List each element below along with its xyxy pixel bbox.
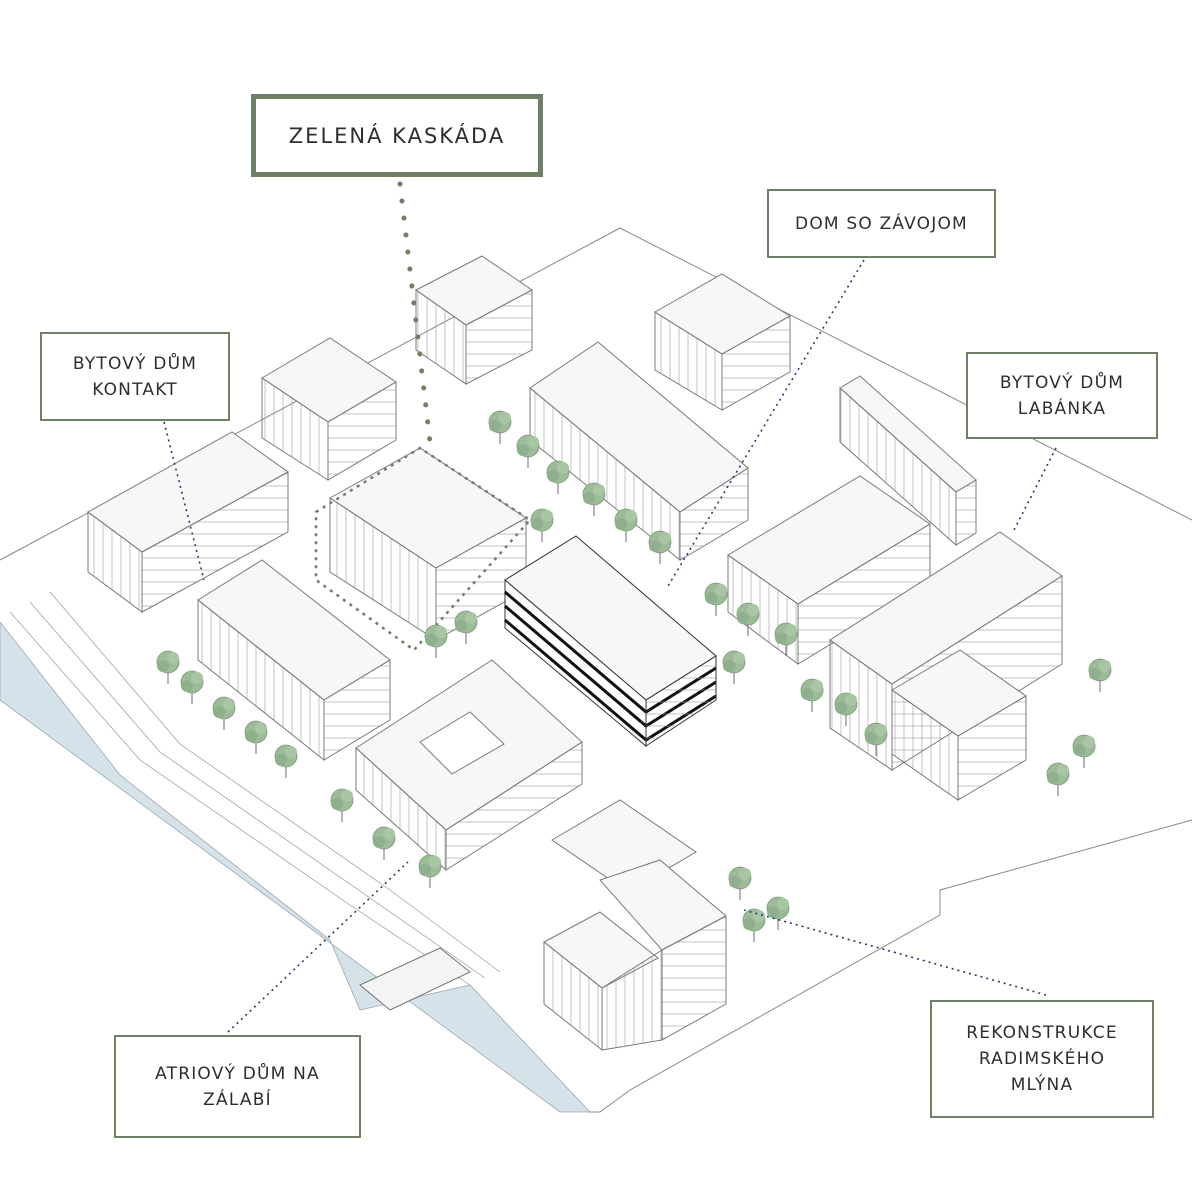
building-atrium [355,659,583,872]
label-dom-so-zavojom: DOM SO ZÁVOJOM [767,189,996,258]
embankment-lines [9,591,501,986]
building-labanka [829,531,1063,801]
building-long-center [529,341,749,562]
building-top-center [415,255,533,385]
label-mlyn-line2: RADIMSKÉHO [978,1049,1106,1069]
leader-lines [163,259,1057,1033]
building-mill [543,799,727,1052]
building-zelena-kaskada [314,446,532,652]
building-far-right [839,375,977,547]
label-kontakt-line1: BYTOVÝ DŮM [72,353,198,374]
label-dom-so-zavojom-text: DOM SO ZÁVOJOM [795,213,968,234]
label-mlyn-line3: MLÝNA [1010,1075,1074,1095]
building-top-left-block [261,337,397,481]
label-bytovy-dum-labanka: BYTOVÝ DŮM LABÁNKA [966,352,1158,439]
label-atriovy-dum: ATRIOVÝ DŮM NA ZÁLABÍ [114,1035,361,1138]
label-atrium-line1: ATRIOVÝ DŮM NA [155,1063,320,1084]
building-riverside-slab [197,559,391,762]
label-labanka-line1: BYTOVÝ DŮM [999,372,1125,393]
label-kontakt-line2: KONTAKT [92,379,178,400]
label-atrium-line2: ZÁLABÍ [203,1089,272,1110]
label-radimsky-mlyn: REKONSTRUKCE RADIMSKÉHO MLÝNA [930,1000,1154,1118]
building-top-right [654,273,791,411]
building-kontakt [87,431,289,613]
label-zelena-kaskada-text: ZELENÁ KASKÁDA [288,123,506,148]
label-zelena-kaskada: ZELENÁ KASKÁDA [251,94,543,177]
label-labanka-line2: LABÁNKA [1017,398,1107,419]
label-bytovy-dum-kontakt: BYTOVÝ DŮM KONTAKT [40,332,230,421]
label-mlyn-line1: REKONSTRUKCE [966,1023,1118,1043]
bridge [359,947,471,1011]
building-dom-so-zavojom [504,535,717,748]
